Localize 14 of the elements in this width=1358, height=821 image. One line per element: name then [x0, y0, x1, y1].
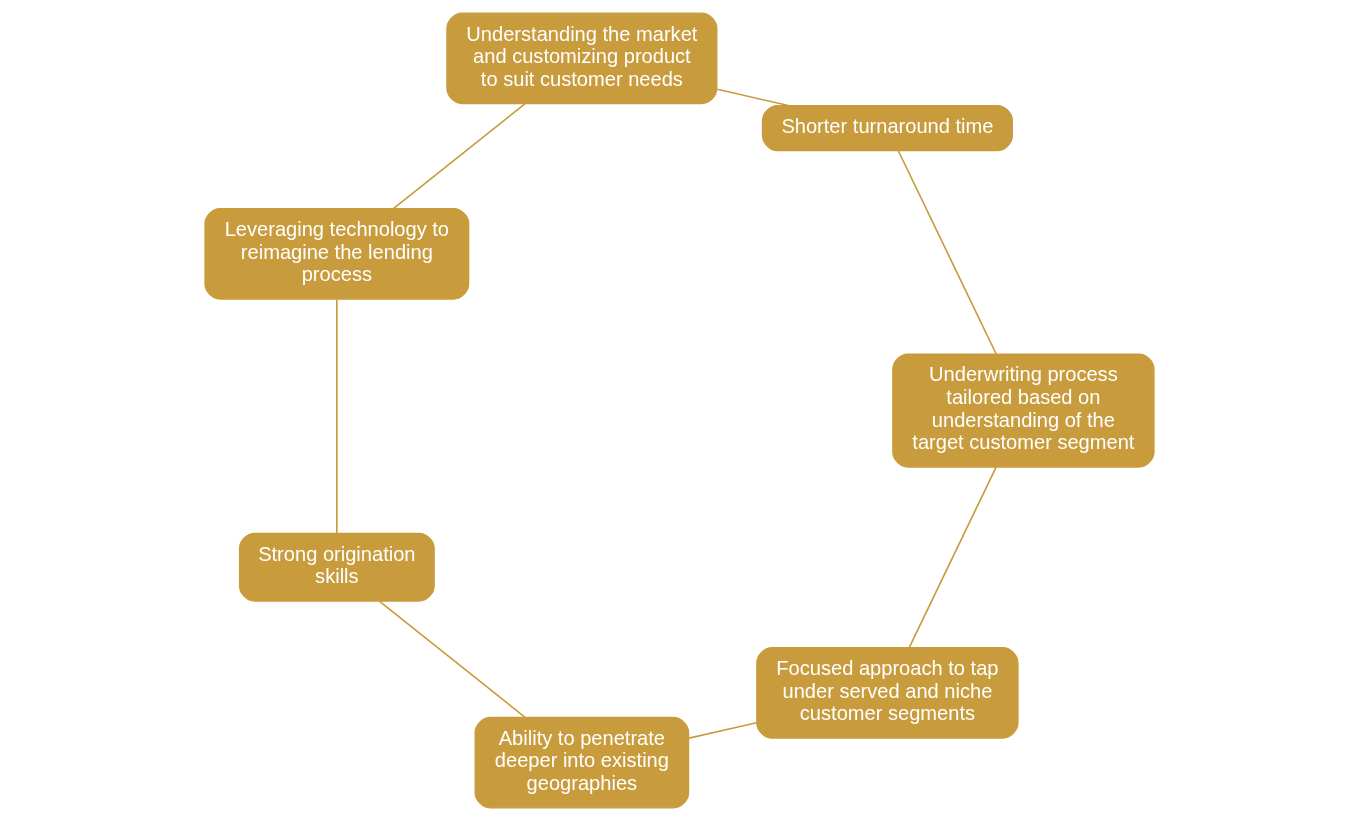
connector [897, 149, 997, 355]
node-box: Understanding the market and customizing product to suit customer needs [445, 12, 717, 105]
node-box: Focused approach to tap under served and niche customer segments [755, 647, 1019, 739]
connector [908, 466, 997, 649]
node-box: Strong origination skills [238, 532, 435, 602]
connector [715, 88, 789, 107]
connector [687, 721, 757, 739]
connector [378, 600, 526, 719]
node-box: Ability to penetrate deeper into existing geographies [474, 716, 689, 809]
node-box: Underwriting process tailored based on understanding of the target customer segment [891, 353, 1155, 468]
connector [335, 298, 338, 534]
connector [392, 103, 526, 210]
node-box: Leveraging technology to reimagine the lending process [203, 208, 469, 300]
node-box: Shorter turnaround time [761, 104, 1013, 152]
